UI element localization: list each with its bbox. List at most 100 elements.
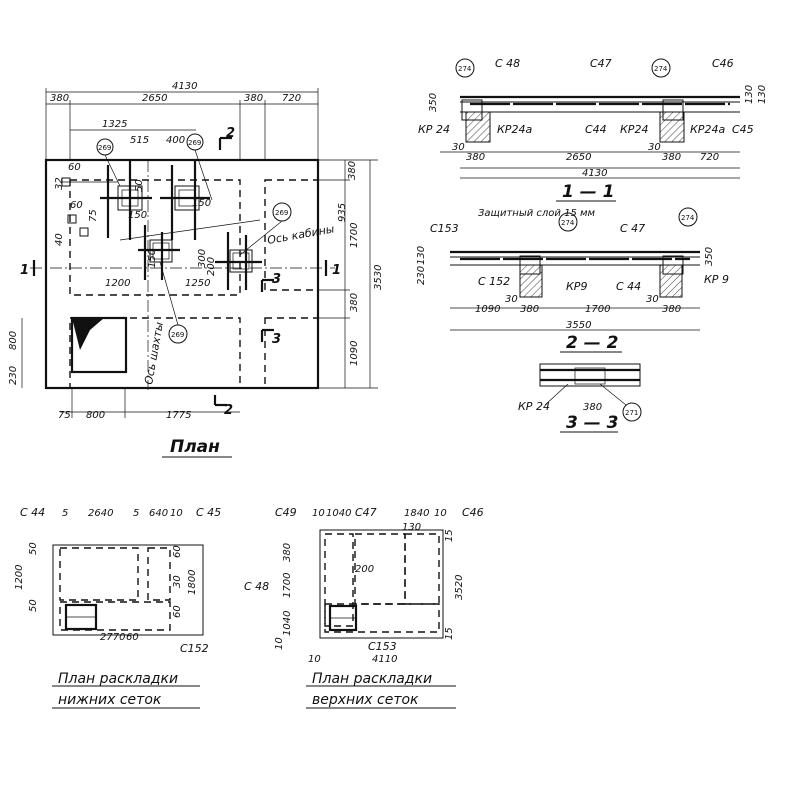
plan-section-marks: 2 2 3 3 1 1 — [20, 126, 341, 418]
upper-dim-3520: 3520 — [454, 575, 465, 600]
upper-label-c153: С153 — [368, 640, 397, 653]
lower-dim-1800: 1800 — [187, 570, 198, 595]
plan-axis-shaft-label: Ось шахты — [142, 321, 166, 386]
upper-dim-4110: 4110 — [372, 654, 397, 665]
lower-label-c45: С 45 — [196, 506, 221, 519]
s33-label-kr24: КР 24 — [518, 400, 550, 413]
upper-label-c49: С49 — [275, 506, 297, 519]
upper-mesh-plan: С49 С47 С46 С 48 С153 10 1040 1840 10 13… — [244, 506, 484, 709]
lower-title-line2: нижних сеток — [58, 692, 162, 708]
upper-label-c47: С47 — [355, 506, 377, 519]
s11-label-c48: С 48 — [495, 57, 520, 70]
s22-dim-3550: 3550 — [566, 320, 591, 331]
plan-callout-2: 269 — [188, 139, 201, 147]
lower-dim-2770: 2770 — [100, 632, 125, 643]
plan-dim-r935: 935 — [337, 203, 348, 222]
lower-dim-30: 30 — [172, 575, 183, 588]
plan-embedded-parts — [61, 160, 262, 290]
plan-dim-i150b: 150 — [192, 198, 211, 209]
s22-dim-30b: 30 — [646, 294, 659, 305]
plan-callouts: 269 269 269 269 — [96, 133, 292, 344]
plan-dim-l800: 800 — [8, 331, 19, 350]
plan-dim-i150a: 150 — [128, 210, 147, 221]
section-mark-3-bottom: 3 — [272, 332, 281, 347]
plan-axis-cabin-label: Ось кабины — [266, 222, 335, 247]
plan-dim-400: 400 — [166, 135, 185, 146]
s11-callout-1: 274 — [458, 65, 472, 73]
lower-dim-1200: 1200 — [14, 565, 25, 590]
s22-dim-350: 350 — [704, 247, 715, 266]
section-2-2: 274 274 С153 Защитный слой 15 мм С 47 С … — [416, 207, 729, 353]
s11-callout-2: 274 — [654, 65, 668, 73]
s11-title: 1 — 1 — [562, 182, 615, 202]
plan-dim-i300: 300 — [197, 249, 208, 268]
upper-dim-1700: 1700 — [282, 573, 293, 598]
s11-dim-130b: 130 — [757, 85, 768, 104]
upper-dim-10b: 10 — [434, 508, 447, 519]
s11-dim-130a: 130 — [744, 85, 755, 104]
plan-dashed-region-1 — [69, 179, 241, 296]
plan-dashed-region-3 — [69, 317, 241, 389]
upper-dim-15a: 15 — [444, 529, 455, 542]
plan-dim-b75: 75 — [58, 410, 71, 421]
lower-label-c152: С152 — [180, 642, 209, 655]
s22-label-kr9b: КР 9 — [704, 273, 729, 286]
s22-dim-1090: 1090 — [475, 304, 500, 315]
section-mark-2-bottom: 2 — [224, 403, 233, 418]
section-3-3: 271 КР 24 380 3 — 3 — [518, 363, 642, 433]
s22-label-c44: С 44 — [616, 280, 641, 293]
upper-dim-10a: 10 — [312, 508, 325, 519]
lower-dim-2640: 2640 — [88, 508, 113, 519]
s11-label-kr24b: КР24 — [620, 123, 648, 136]
s22-label-kr9a: КР9 — [566, 280, 587, 293]
plan-dim-1325: 1325 — [102, 119, 127, 130]
s22-dim-230: 230 — [416, 266, 427, 285]
lower-dim-640: 640 — [149, 508, 168, 519]
lower-dim-5a: 5 — [62, 508, 68, 519]
s11-dim-380a: 380 — [466, 152, 485, 163]
plan-callout-1: 269 — [98, 144, 111, 152]
s11-label-c47: С47 — [590, 57, 612, 70]
upper-dim-10d: 10 — [308, 654, 321, 665]
lower-dim-10: 10 — [170, 508, 183, 519]
plan-dim-4130: 4130 — [172, 81, 197, 92]
upper-dim-15b: 15 — [444, 627, 455, 640]
upper-dim-10c: 10 — [274, 637, 285, 650]
plan-dim-i1250: 1250 — [185, 278, 210, 289]
section-mark-2-top: 2 — [226, 126, 235, 141]
lower-dim-5b: 5 — [133, 508, 139, 519]
upper-title-line2: верхних сеток — [312, 692, 419, 708]
upper-dim-1040a: 1040 — [326, 508, 351, 519]
plan-dim-i50: 50 — [134, 179, 145, 192]
plan-dim-i60: 60 — [68, 162, 81, 173]
s11-label-c44: С44 — [585, 123, 607, 136]
s22-callout-2: 274 — [681, 214, 695, 222]
lower-dim-60b: 60 — [172, 605, 183, 618]
plan-dims-right: 380 935 1700 3530 380 1090 — [318, 159, 384, 389]
plan-dim-i200: 200 — [206, 257, 217, 276]
section-mark-1-right: 1 — [332, 263, 341, 278]
lower-label-c44: С 44 — [20, 506, 45, 519]
s33-dim-380: 380 — [583, 402, 602, 413]
plan-dim-2650: 2650 — [142, 93, 167, 104]
plan-dim-i75: 75 — [88, 209, 99, 222]
plan-callout-3: 269 — [275, 209, 288, 217]
section-mark-3-top: 3 — [272, 272, 281, 287]
upper-dim-1040b: 1040 — [282, 611, 293, 636]
s11-dim-2650: 2650 — [566, 152, 591, 163]
upper-dim-380: 380 — [282, 543, 293, 562]
s22-dim-380a: 380 — [520, 304, 539, 315]
plan-dim-r3530: 3530 — [373, 265, 384, 290]
upper-label-c48: С 48 — [244, 580, 269, 593]
s33-title: 3 — 3 — [566, 413, 619, 433]
plan-dims-top: 4130 380 2650 380 720 1325 515 400 — [45, 81, 319, 160]
plan-dim-i32: 32 — [54, 177, 65, 190]
lower-dim-50b: 50 — [28, 599, 39, 612]
s11-dim-4130: 4130 — [582, 168, 607, 179]
s11-dim-350: 350 — [428, 93, 439, 112]
plan-dim-b800: 800 — [86, 410, 105, 421]
plan-dim-i150c: 150 — [147, 249, 158, 268]
plan-dims-inner: 60 150 150 1200 1250 150 300 200 50 75 4… — [54, 162, 217, 289]
